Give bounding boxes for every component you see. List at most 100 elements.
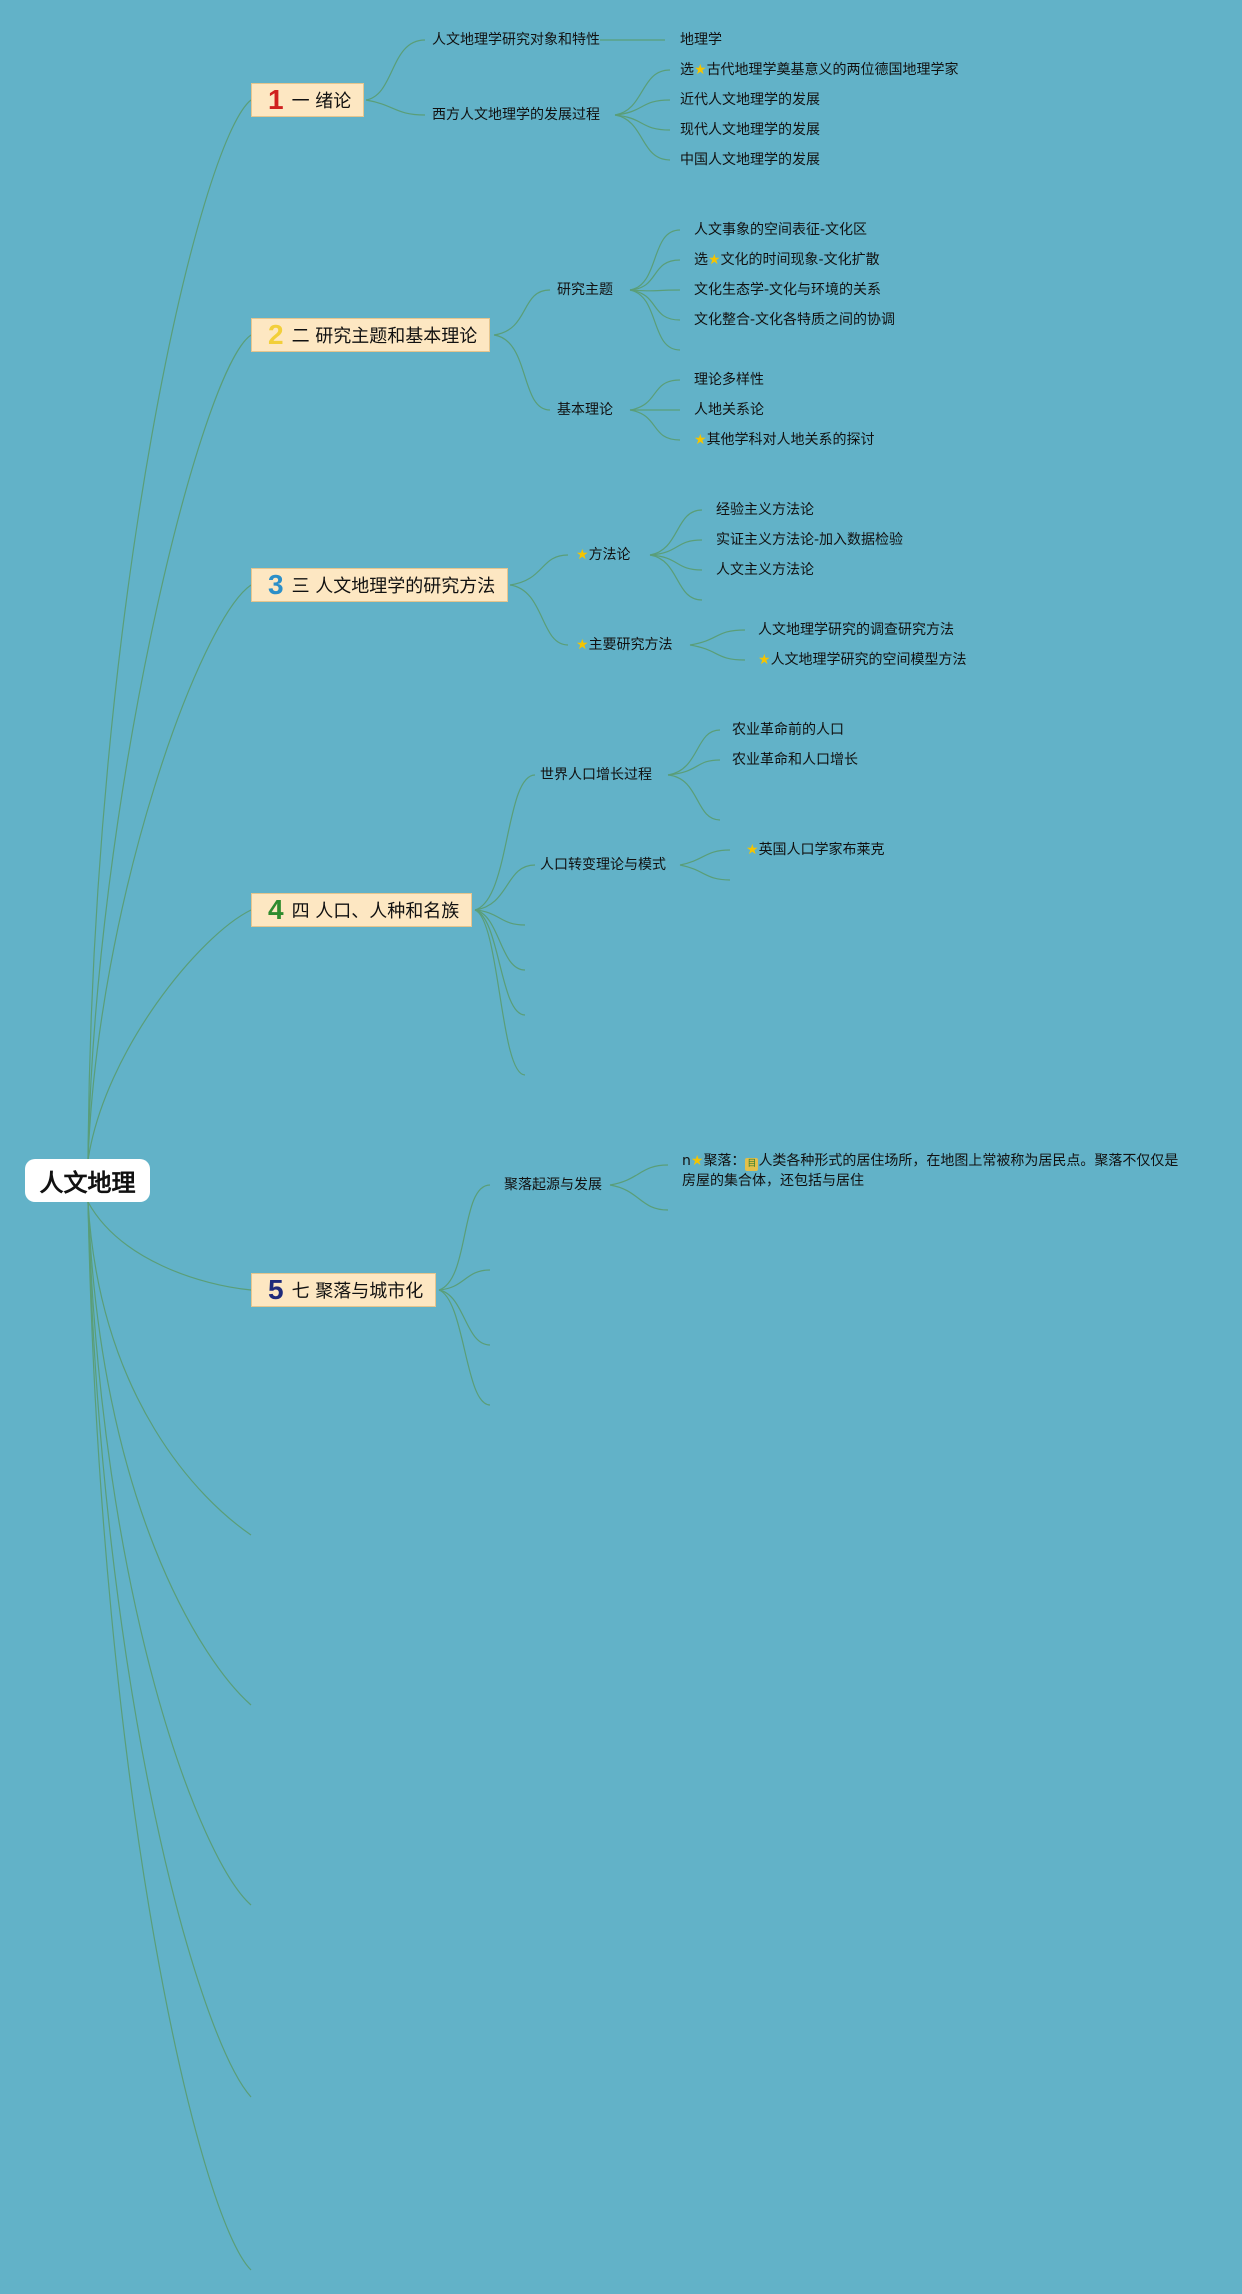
link-c5s1-l1 xyxy=(609,1164,669,1186)
star-icon: ★ xyxy=(576,547,589,563)
link-c2s1-l1 xyxy=(629,229,681,291)
c4-leaf-agricultural-revolution[interactable]: 农业革命和人口增长 xyxy=(732,751,858,769)
c4-leaf-agricultural-revolution-label: 农业革命和人口增长 xyxy=(732,752,858,768)
link-c4s1-l3 xyxy=(667,774,721,821)
chapter-4-label: 四 人口、人种和名族 xyxy=(291,901,460,922)
c3-leaf-spatial-model-label: 人文地理学研究的空间模型方法 xyxy=(770,652,967,668)
c1-leaf-modern-early[interactable]: 近代人文地理学的发展 xyxy=(680,91,820,109)
c4-topic-population-growth[interactable]: 世界人口增长过程 xyxy=(540,766,652,784)
c3-leaf-empiricism-label: 经验主义方法论 xyxy=(716,502,814,518)
root-node[interactable]: 人文地理 xyxy=(25,1159,150,1202)
c3-leaf-positivism[interactable]: 实证主义方法论-加入数据检验 xyxy=(716,531,903,549)
c2-leaf-culture-integration[interactable]: 文化整合-文化各特质之间的协调 xyxy=(694,311,895,329)
c2-leaf-theory-diversity-label: 理论多样性 xyxy=(694,372,764,388)
link-c3s1-l4 xyxy=(649,554,703,601)
c4-topic-demographic-transition[interactable]: 人口转变理论与模式 xyxy=(540,856,666,874)
star-icon: ★ xyxy=(694,432,707,448)
c1-leaf-china-label: 中国人文地理学的发展 xyxy=(680,152,820,168)
book-icon: 目 xyxy=(745,1158,759,1171)
chapter-2-label: 二 研究主题和基本理论 xyxy=(291,326,478,347)
c1-leaf-contemporary-label: 现代人文地理学的发展 xyxy=(680,122,820,138)
chapter-4-node[interactable]: 4 四 人口、人种和名族 xyxy=(251,893,473,927)
link-c3-s1 xyxy=(509,554,569,586)
c3-leaf-humanism[interactable]: 人文主义方法论 xyxy=(716,561,814,579)
c2-leaf-theory-diversity[interactable]: 理论多样性 xyxy=(694,371,764,389)
c2-leaf-man-land[interactable]: 人地关系论 xyxy=(694,401,764,419)
link-c1s2-l2 xyxy=(614,99,671,116)
c4-leaf-pre-agricultural[interactable]: 农业革命前的人口 xyxy=(732,721,844,739)
c3-leaf-positivism-label: 实证主义方法论-加入数据检验 xyxy=(716,532,904,548)
c1-leaf-geography[interactable]: 地理学 xyxy=(680,31,722,49)
c1-leaf-ancient-german[interactable]: 选★古代地理学奠基意义的两位德国地理学家 xyxy=(680,61,959,79)
c5-leaf-prefix: n xyxy=(682,1153,691,1169)
link-root-e1 xyxy=(87,1201,252,1536)
c1-topic-western-development[interactable]: 西方人文地理学的发展过程 xyxy=(432,106,600,124)
link-c4-s1 xyxy=(474,774,536,911)
c2-topic-basic-theory[interactable]: 基本理论 xyxy=(557,401,613,419)
link-c2s2-l3 xyxy=(629,409,681,441)
c2-topic-research-themes[interactable]: 研究主题 xyxy=(557,281,613,299)
link-c4-e2 xyxy=(474,909,526,971)
c2-topic-basic-theory-label: 基本理论 xyxy=(557,402,613,418)
link-c4s1-l2 xyxy=(667,759,721,776)
chapter-5-node[interactable]: 5 七 聚落与城市化 xyxy=(251,1273,437,1307)
star-icon: ★ xyxy=(576,637,589,653)
chapter-2-number: 2 xyxy=(268,319,284,350)
link-c3s1-l3 xyxy=(649,554,703,571)
c1-leaf-china[interactable]: 中国人文地理学的发展 xyxy=(680,151,820,169)
c4-leaf-blacker-label: 英国人口学家布莱克 xyxy=(758,842,885,858)
link-c2s1-l3 xyxy=(629,289,681,292)
link-c5-s1 xyxy=(438,1184,491,1291)
c4-leaf-blacker[interactable]: ★英国人口学家布莱克 xyxy=(746,841,885,859)
c5-topic-settlement-origin[interactable]: 聚落起源与发展 xyxy=(504,1176,602,1194)
link-c2s2-l1 xyxy=(629,379,681,411)
c2-leaf-culture-region[interactable]: 人文事象的空间表征-文化区 xyxy=(694,221,867,239)
c5-leaf-term: 聚落： xyxy=(703,1153,746,1169)
c1-topic-research-object[interactable]: 人文地理学研究对象和特性 xyxy=(432,31,600,49)
link-c5-e1 xyxy=(438,1269,491,1291)
chapter-5-number: 5 xyxy=(268,1274,284,1305)
link-c1s2-l3 xyxy=(614,114,671,131)
c2-leaf-other-disciplines[interactable]: ★其他学科对人地关系的探讨 xyxy=(694,431,875,449)
link-root-e5 xyxy=(87,1201,252,2271)
link-c2s1-l2 xyxy=(629,259,681,291)
link-c4s1-l1 xyxy=(667,729,721,776)
link-c1s2-l4 xyxy=(614,114,671,161)
link-c4-e3 xyxy=(474,909,526,1016)
link-c4-e1 xyxy=(474,909,526,926)
c2-leaf-culture-diffusion-label: 文化的时间现象-文化扩散 xyxy=(720,252,880,268)
c2-leaf-culture-ecology-label: 文化生态学-文化与环境的关系 xyxy=(694,282,882,298)
link-c3-s2 xyxy=(509,584,569,646)
link-c4s2-l2 xyxy=(679,864,731,881)
c2-leaf-culture-ecology[interactable]: 文化生态学-文化与环境的关系 xyxy=(694,281,881,299)
root-label: 人文地理 xyxy=(39,1169,136,1197)
star-icon: ★ xyxy=(690,1153,704,1169)
c3-leaf-empiricism[interactable]: 经验主义方法论 xyxy=(716,501,814,519)
c5-topic-settlement-origin-label: 聚落起源与发展 xyxy=(504,1177,602,1193)
c2-leaf-culture-integration-label: 文化整合-文化各特质之间的协调 xyxy=(694,312,896,328)
link-c1-s1 xyxy=(365,39,426,101)
c1-leaf-contemporary[interactable]: 现代人文地理学的发展 xyxy=(680,121,820,139)
chapter-1-label: 一 绪论 xyxy=(291,91,352,112)
c2-leaf-culture-diffusion[interactable]: 选★文化的时间现象-文化扩散 xyxy=(694,251,880,269)
chapter-1-node[interactable]: 1 一 绪论 xyxy=(251,83,365,117)
link-c4-s2 xyxy=(474,864,536,911)
chapter-3-node[interactable]: 3 三 人文地理学的研究方法 xyxy=(251,568,509,602)
c5-leaf-definition-text: 人类各种形式的居住场所，在地图上常被称为居民点。聚落不仅仅是房屋的集合体，还包括… xyxy=(682,1153,1179,1189)
link-root-e4 xyxy=(87,1201,252,2098)
c3-leaf-spatial-model[interactable]: ★人文地理学研究的空间模型方法 xyxy=(758,651,967,669)
link-c2s1-l4 xyxy=(629,289,681,321)
c3-topic-main-methods[interactable]: ★主要研究方法 xyxy=(576,636,673,654)
c1-topic-research-object-label: 人文地理学研究对象和特性 xyxy=(432,32,600,48)
star-icon: ★ xyxy=(746,842,759,858)
c3-topic-main-methods-label: 主要研究方法 xyxy=(588,637,673,653)
link-c5s1-l2 xyxy=(609,1184,669,1211)
link-c4-e4 xyxy=(474,909,526,1076)
c3-leaf-survey-method[interactable]: 人文地理学研究的调查研究方法 xyxy=(758,621,954,639)
c5-leaf-settlement-definition[interactable]: n★聚落：目人类各种形式的居住场所，在地图上常被称为居民点。聚落不仅仅是房屋的集… xyxy=(682,1151,1182,1191)
chapter-3-number: 3 xyxy=(268,569,284,600)
link-root-c1 xyxy=(87,99,252,1161)
c1-leaf-modern-early-label: 近代人文地理学的发展 xyxy=(680,92,820,108)
c3-topic-methodology[interactable]: ★方法论 xyxy=(576,546,631,564)
chapter-2-node[interactable]: 2 二 研究主题和基本理论 xyxy=(251,318,491,352)
